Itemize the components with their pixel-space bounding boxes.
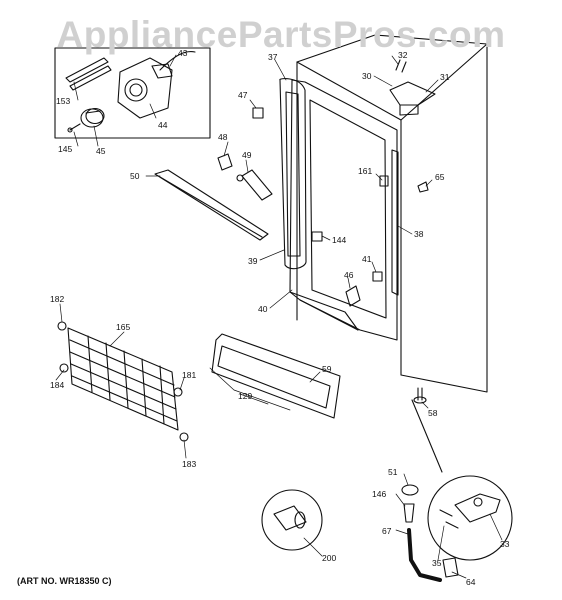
part-45-knob xyxy=(80,107,105,128)
part-35-screws xyxy=(439,509,459,529)
callout-45: 45 xyxy=(96,146,106,156)
callout-46: 46 xyxy=(344,270,354,280)
callout-50: 50 xyxy=(130,171,140,181)
part-43-44-thermostat xyxy=(117,51,196,119)
callout-58: 58 xyxy=(428,408,438,418)
callout-43: 43 xyxy=(178,48,188,58)
part-47-cover xyxy=(252,107,264,119)
callout-144: 144 xyxy=(332,235,346,245)
art-number: (ART NO. WR18350 C) xyxy=(17,576,112,586)
callout-153: 153 xyxy=(56,96,70,106)
callout-181: 181 xyxy=(182,370,196,380)
part-200-fitting xyxy=(261,489,323,551)
inset-frame xyxy=(54,47,211,139)
callout-35: 35 xyxy=(432,558,442,568)
part-153-bracket xyxy=(65,57,112,91)
callout-145: 145 xyxy=(58,144,72,154)
callout-129: 129 xyxy=(238,391,252,401)
part-165-grille xyxy=(67,327,179,431)
callout-37: 37 xyxy=(268,52,278,62)
part-161-clip xyxy=(379,175,389,187)
part-50-door-trim xyxy=(154,169,269,241)
part-49-bulb xyxy=(236,169,273,201)
callout-161: 161 xyxy=(358,166,372,176)
callout-32: 32 xyxy=(398,50,408,60)
part-30-31-32-hinge xyxy=(389,59,436,116)
part-48-switch xyxy=(217,153,233,171)
cabinet-body xyxy=(296,34,488,393)
callout-48: 48 xyxy=(218,132,228,142)
part-145-screw xyxy=(67,123,81,133)
callout-40: 40 xyxy=(258,304,268,314)
leader-lines xyxy=(55,54,503,579)
part-41-latch xyxy=(372,271,383,282)
callout-31: 31 xyxy=(440,72,450,82)
part-59-kick-plate xyxy=(211,333,341,419)
callout-65: 65 xyxy=(435,172,445,182)
callout-44: 44 xyxy=(158,120,168,130)
callout-59: 59 xyxy=(322,364,332,374)
callout-47: 47 xyxy=(238,90,248,100)
part-146-fitting xyxy=(403,503,415,523)
part-144-hole-plug xyxy=(311,231,323,242)
part-51-cap xyxy=(401,484,419,496)
part-184-fastener xyxy=(59,363,69,373)
callout-165: 165 xyxy=(116,322,130,332)
callout-183: 183 xyxy=(182,459,196,469)
part-33-bottom-hinge xyxy=(454,493,501,523)
callouts: 153 43 44 145 45 37 32 30 31 47 48 49 50… xyxy=(50,48,510,587)
hinge-detail-circle xyxy=(427,475,513,561)
callout-200: 200 xyxy=(322,553,336,563)
callout-51: 51 xyxy=(388,467,398,477)
callout-49: 49 xyxy=(242,150,252,160)
part-46-drain xyxy=(345,285,361,307)
callout-39: 39 xyxy=(248,256,258,266)
part-37-39-door-gasket xyxy=(279,78,307,270)
callout-38: 38 xyxy=(414,229,424,239)
callout-146: 146 xyxy=(372,489,386,499)
callout-184: 184 xyxy=(50,380,64,390)
callout-41: 41 xyxy=(362,254,372,264)
part-65-plug xyxy=(417,181,429,193)
part-181-fastener xyxy=(173,387,183,397)
part-64-clip xyxy=(442,557,459,578)
callout-64: 64 xyxy=(466,577,476,587)
detail-leader xyxy=(411,399,443,473)
cabinet-liner xyxy=(289,79,398,341)
part-67-hose xyxy=(407,528,442,582)
callout-33: 33 xyxy=(500,539,510,549)
part-38-side-strip xyxy=(391,149,399,296)
callout-182: 182 xyxy=(50,294,64,304)
callout-67: 67 xyxy=(382,526,392,536)
callout-30: 30 xyxy=(362,71,372,81)
part-182-fastener xyxy=(57,321,67,331)
part-58-leveling-leg xyxy=(413,387,427,404)
